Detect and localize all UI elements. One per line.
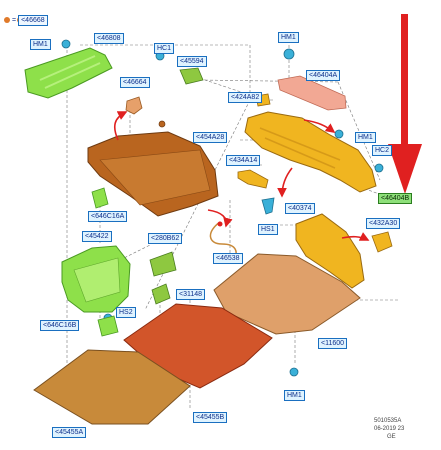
- drawing-date: 06-2019 23: [374, 426, 405, 432]
- label-45594: <45594: [177, 56, 207, 67]
- part-46808-detail: [39, 55, 101, 89]
- label-11600: <11600: [318, 338, 348, 349]
- clip-hm1-top-left: [61, 39, 71, 49]
- part-280b62: [149, 251, 177, 277]
- clip-hm1-bottom: [289, 367, 299, 377]
- label-46404a: <46404A: [306, 70, 341, 81]
- part-11600: [213, 253, 361, 335]
- label-45455b: <45455B: [193, 412, 228, 423]
- label-hm1-bottom: HM1: [284, 390, 305, 401]
- label-hm1-top-left: HM1: [30, 39, 51, 50]
- label-45422: <45422: [82, 231, 112, 242]
- legend-color-dot: [4, 17, 10, 23]
- label-646c16b: <646C16B: [40, 320, 80, 331]
- part-46538-connector: [217, 221, 223, 227]
- part-45594: [179, 67, 204, 85]
- part-45455a: [33, 349, 191, 425]
- label-45455a: <45455A: [52, 427, 87, 438]
- label-hc1: HC1: [154, 43, 175, 54]
- label-40374: <40374: [285, 203, 315, 214]
- label-hm1-right: HM1: [355, 132, 376, 143]
- label-424a82: <424A82: [228, 92, 263, 103]
- label-280b62: <280B62: [148, 233, 183, 244]
- big-red-arrow: [388, 14, 422, 194]
- label-46538: <46538: [213, 253, 243, 264]
- part-46404a: [277, 75, 347, 111]
- drawing-number: 5010535A: [374, 418, 402, 424]
- drawing-region: GE: [387, 434, 396, 440]
- part-45422-panel: [73, 257, 121, 303]
- legend: = <46668: [4, 14, 48, 26]
- part-646c16b: [97, 315, 119, 337]
- part-434a14: [237, 169, 269, 189]
- label-hs1: HS1: [258, 224, 278, 235]
- label-434a14: <434A14: [226, 155, 261, 166]
- label-454a28: <454A28: [193, 132, 228, 143]
- label-hs2: HS2: [116, 307, 136, 318]
- part-432a30: [371, 231, 393, 253]
- part-40374: [295, 213, 365, 289]
- clip-hm1-top: [283, 48, 295, 60]
- label-31148: <31148: [176, 289, 206, 300]
- part-46808: [24, 47, 113, 99]
- label-hm1-top: HM1: [278, 32, 299, 43]
- part-46664: [125, 96, 143, 115]
- legend-code: <46668: [18, 14, 48, 26]
- clip-hc2: [374, 163, 384, 173]
- part-parcel-shelf-pin: [158, 120, 166, 128]
- part-31148: [151, 283, 171, 305]
- label-hc2: HC2: [372, 145, 393, 156]
- label-432a30: <432A30: [366, 218, 401, 229]
- label-46404b: <46404B: [378, 193, 413, 204]
- part-646c16a: [91, 187, 109, 209]
- part-parcel-shelf-panel: [99, 149, 211, 206]
- label-46808: <46808: [94, 33, 124, 44]
- legend-symbol: =: [12, 16, 17, 24]
- label-46664: <46664: [120, 77, 150, 88]
- part-46404b-detail: [259, 127, 341, 169]
- clip-hm1-right: [334, 129, 344, 139]
- assembly-arrows: [113, 111, 370, 241]
- label-646c16a: <646C16A: [88, 211, 128, 222]
- clip-hs1: [261, 197, 275, 215]
